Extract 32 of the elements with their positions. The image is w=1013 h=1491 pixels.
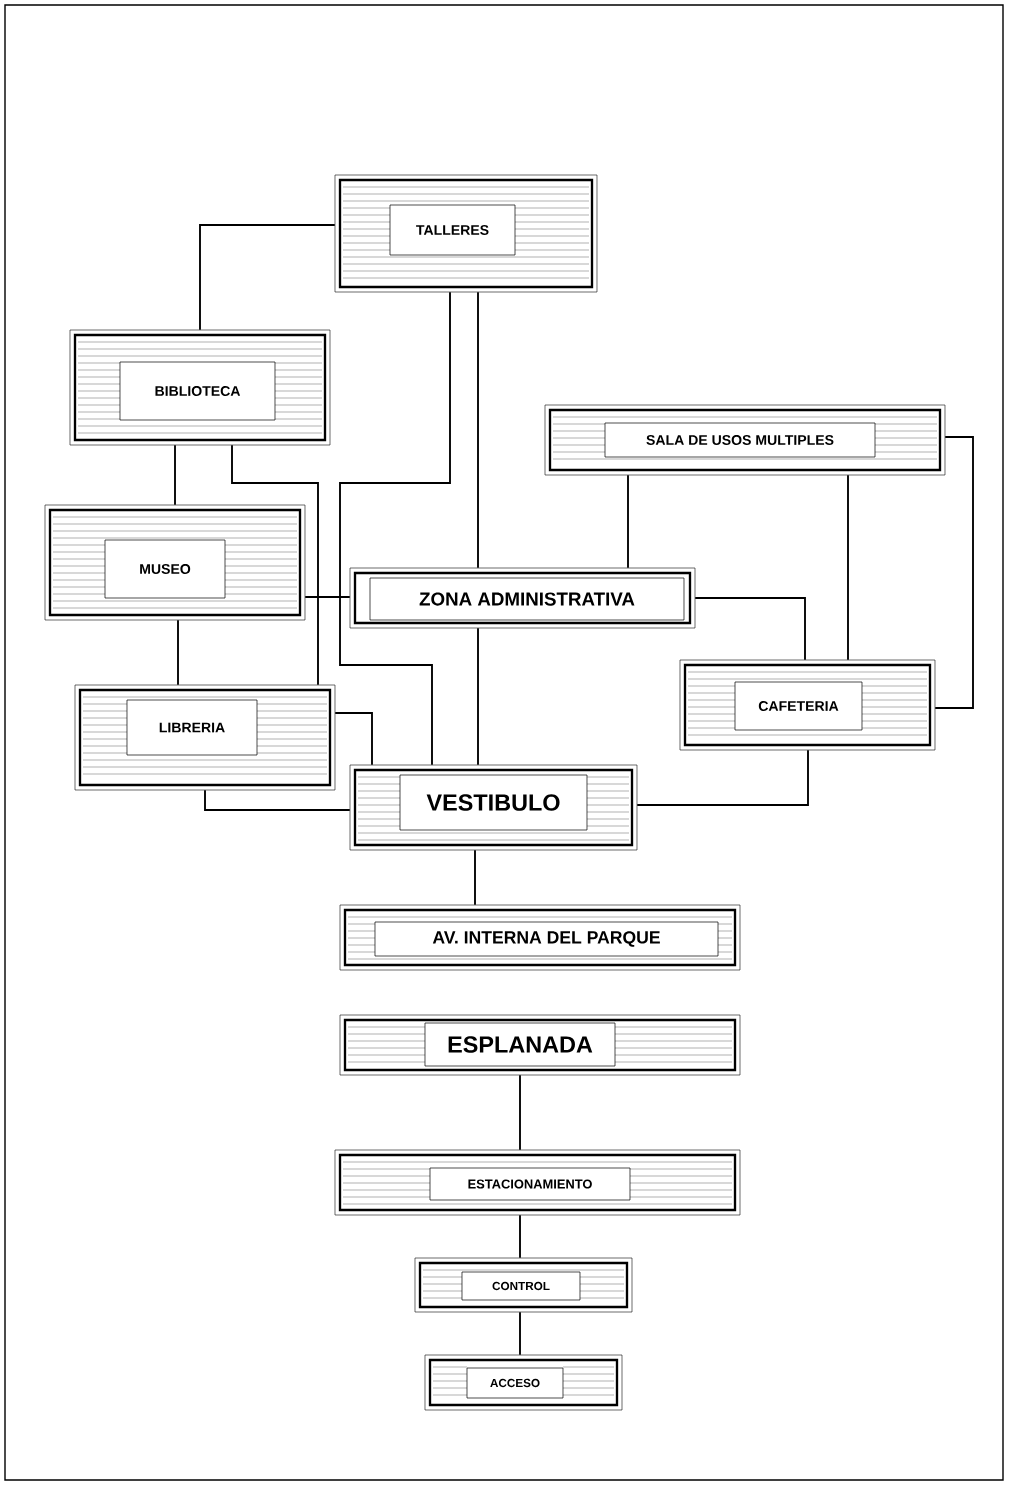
connector-line — [477, 627, 479, 766]
connector-line — [636, 749, 809, 806]
room-box: ESTACIONAMIENTO — [334, 1149, 741, 1216]
connector-line — [304, 596, 351, 598]
room-box: ZONA ADMINISTRATIVA — [349, 567, 696, 629]
connector-line — [199, 224, 336, 331]
room-box: ACCESO — [424, 1354, 623, 1411]
room-box: SALA DE USOS MULTIPLES — [544, 404, 946, 476]
room-box: CAFETERIA — [679, 659, 936, 751]
connector-line — [174, 444, 176, 506]
room-box: TALLERES — [334, 174, 598, 293]
connector-line — [474, 849, 476, 906]
connector-line — [519, 1074, 521, 1151]
room-box: AV. INTERNA DEL PARQUE — [339, 904, 741, 971]
connector-line — [339, 291, 451, 766]
room-box: ESPLANADA — [339, 1014, 741, 1076]
connector-line — [519, 1214, 521, 1259]
connector-line — [477, 291, 479, 569]
room-box: VESTIBULO — [349, 764, 638, 851]
connector-line — [231, 444, 319, 686]
room-box: BIBLIOTECA — [69, 329, 331, 446]
room-box: LIBRERIA — [74, 684, 336, 791]
connector-line — [177, 619, 179, 686]
connector-line — [204, 789, 351, 811]
connector-line — [934, 436, 974, 709]
room-box: CONTROL — [414, 1257, 633, 1313]
connector-line — [627, 474, 629, 569]
connector-line — [334, 712, 373, 766]
connector-line — [847, 474, 849, 661]
connector-line — [694, 597, 806, 661]
connector-line — [519, 1311, 521, 1356]
room-box: MUSEO — [44, 504, 306, 621]
